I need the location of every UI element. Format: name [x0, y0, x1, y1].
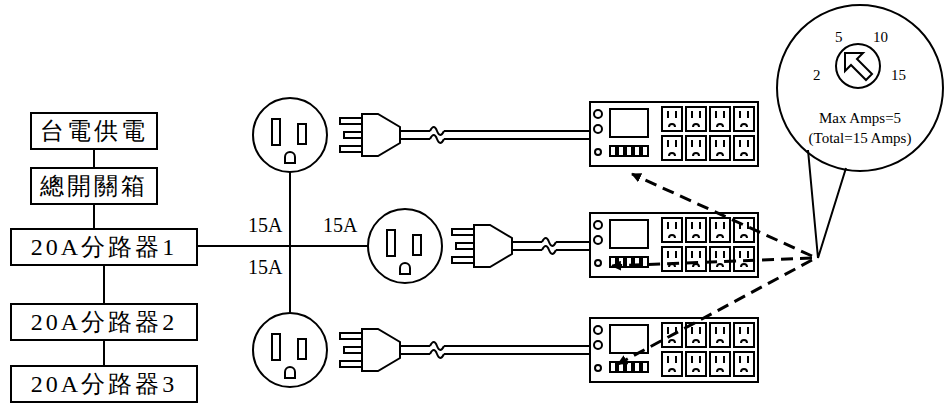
- power-strip: [590, 318, 758, 382]
- node-text: 20A分路器3: [31, 372, 177, 396]
- node-text: 20A分路器1: [31, 235, 177, 259]
- wall-outlet: [253, 98, 327, 172]
- current-label: 15A: [247, 257, 283, 277]
- outlets: [253, 98, 442, 387]
- node-text: 台電供電: [40, 119, 148, 143]
- feed-line: [103, 266, 105, 303]
- breaker-box: 20A分路器2: [10, 303, 198, 341]
- plug-cord: [452, 225, 590, 267]
- current-label: 15A: [247, 215, 283, 235]
- branch-wire: [198, 172, 368, 313]
- plug-cord: [340, 114, 590, 156]
- node-text: 20A分路器2: [31, 310, 177, 334]
- node-text: (Total=15 Amps): [809, 128, 912, 148]
- dashed-arrows: [612, 174, 812, 364]
- feed-line: [93, 150, 95, 167]
- dial-number: 5: [834, 30, 844, 45]
- power-strip: [590, 102, 758, 166]
- wall-outlet: [368, 209, 442, 283]
- wall-outlet: [253, 313, 327, 387]
- power-strip: [590, 213, 758, 277]
- callout-circle: Max Amps=5(Total=15 Amps): [776, 4, 944, 172]
- plug-cord: [340, 329, 590, 371]
- breaker-box: 20A分路器3: [10, 365, 198, 403]
- feed-line: [93, 205, 95, 228]
- dial-symbol: [836, 44, 880, 88]
- dial-number: 10: [872, 30, 889, 45]
- breaker-box: 20A分路器1: [10, 228, 198, 266]
- callout-tail: [808, 150, 846, 258]
- node-text: Max Amps=5: [819, 108, 901, 128]
- power-strips: [590, 102, 758, 382]
- breaker-box: 台電供電: [30, 112, 158, 150]
- dial-number: 2: [812, 68, 822, 83]
- feed-line: [103, 341, 105, 365]
- dial-number: 15: [890, 68, 907, 83]
- current-label: 15A: [322, 215, 358, 235]
- plugs: [340, 114, 590, 371]
- node-text: 總開關箱: [40, 174, 148, 198]
- breaker-box: 總開關箱: [30, 167, 158, 205]
